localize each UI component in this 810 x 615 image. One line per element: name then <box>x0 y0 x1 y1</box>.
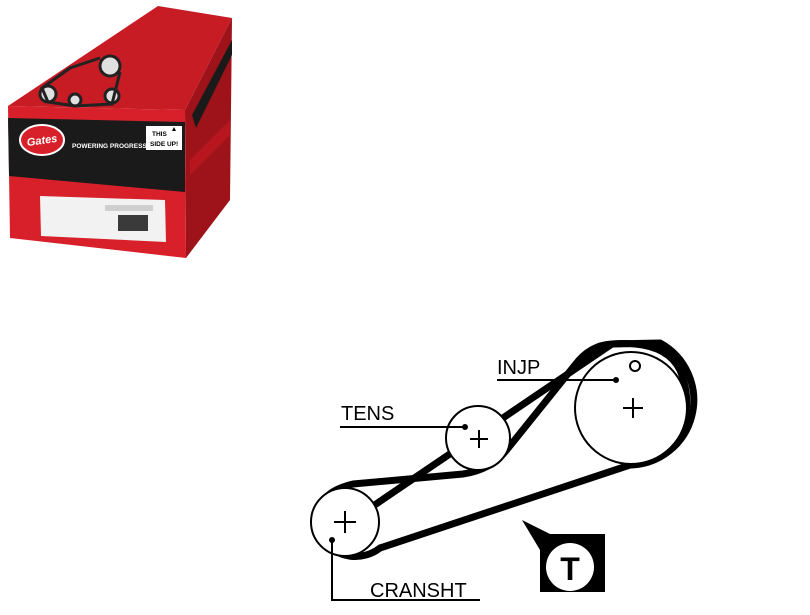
belt-routing-diagram: INJP TENS CRANSHT T <box>300 335 710 610</box>
timing-marker-label: T <box>560 551 580 587</box>
box-belt-illustration <box>38 54 122 108</box>
orientation-label-line1: THIS <box>152 131 167 138</box>
tens-label: TENS <box>341 403 394 425</box>
injection-pump-timing-hole <box>629 360 641 372</box>
gates-logo <box>19 124 65 156</box>
gates-logo-text: Gates <box>26 133 58 149</box>
box-tagline: POWERING PROGRESS™ <box>72 143 153 150</box>
product-box-image: Gates POWERING PROGRESS™ THIS SIDE UP! <box>0 0 240 270</box>
box-top-face <box>8 6 232 110</box>
cransht-leader-line <box>331 540 480 601</box>
injp-label: INJP <box>497 357 540 379</box>
cransht-label: CRANSHT <box>370 580 467 602</box>
orientation-label-line2: SIDE UP! <box>150 141 178 148</box>
